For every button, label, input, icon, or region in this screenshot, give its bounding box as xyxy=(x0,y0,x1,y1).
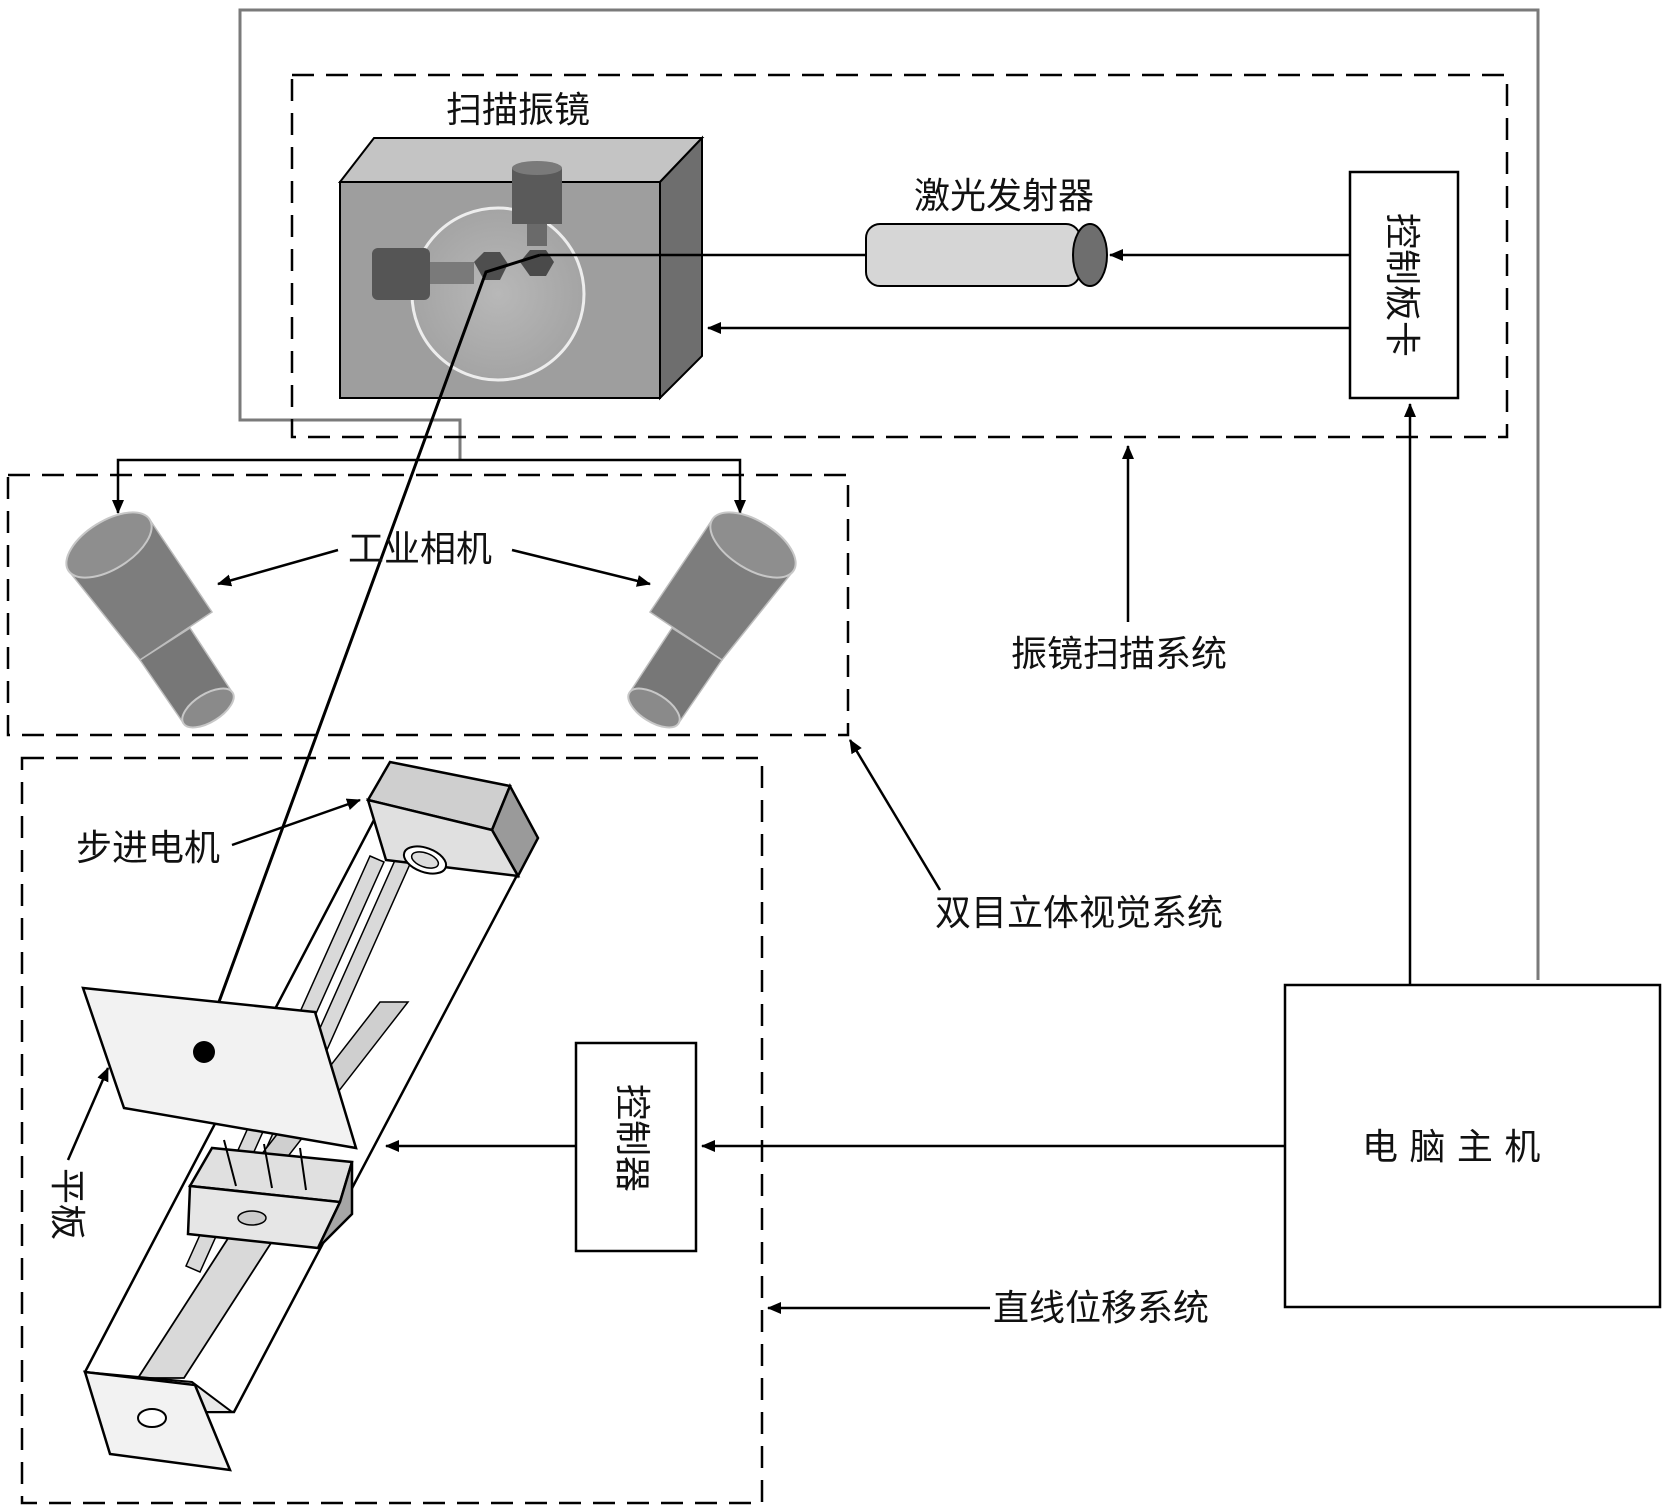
camera-right xyxy=(622,499,806,735)
plate xyxy=(83,988,356,1148)
label-stepper-motor: 步进电机 xyxy=(76,828,220,869)
label-plate: 平板 xyxy=(46,1168,87,1240)
plate-label-arrow xyxy=(68,1068,108,1160)
camera-feed-right xyxy=(460,460,740,513)
stepper-motor-label-arrow xyxy=(232,800,360,845)
laser-emitter xyxy=(866,224,1107,286)
label-binocular-vision-system: 双目立体视觉系统 xyxy=(935,893,1223,934)
label-industrial-camera: 工业相机 xyxy=(348,529,492,570)
label-linear-displacement-system: 直线位移系统 xyxy=(993,1288,1209,1329)
camera-label-arrow-left xyxy=(218,550,338,584)
label-laser-emitter: 激光发射器 xyxy=(914,176,1094,217)
label-computer-host: 电 脑 主 机 xyxy=(1362,1127,1540,1168)
vision-system-arrow xyxy=(850,740,940,890)
scan-galvo xyxy=(340,138,702,398)
label-scan-galvo: 扫描振镜 xyxy=(446,90,590,131)
camera-left xyxy=(56,499,240,735)
label-galvo-scan-system: 振镜扫描系统 xyxy=(1011,634,1227,675)
camera-label-arrow-right xyxy=(512,550,650,584)
stepper-motor xyxy=(368,762,538,879)
label-control-card: 控制板卡 xyxy=(1381,213,1422,357)
label-controller: 控制器 xyxy=(611,1084,652,1192)
